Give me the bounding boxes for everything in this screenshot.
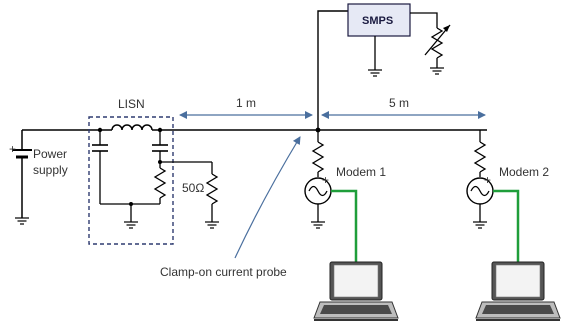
modem2-label: Modem 2: [499, 165, 549, 179]
smps-ground-icon: [367, 69, 383, 77]
power-supply-label-line1: Power: [33, 147, 67, 161]
clamp-probe-label: Clamp-on current probe: [160, 265, 287, 279]
resistor-50-ohm-label: 50Ω: [182, 181, 204, 195]
battery-plus-sign: +: [9, 142, 16, 156]
dimension-5m-label: 5 m: [389, 96, 409, 110]
modem1-label: Modem 1: [336, 165, 386, 179]
smps-feed-wire: [317, 10, 348, 130]
lisn-internal-resistor: [153, 162, 167, 204]
lisn-capacitor-right: [152, 130, 168, 162]
modem2-circuit: [466, 130, 494, 229]
power-supply-battery: [12, 130, 32, 225]
smps-label: SMPS: [362, 15, 393, 27]
dimension-1m-label: 1 m: [236, 96, 256, 110]
variable-resistor-load: [410, 12, 451, 75]
smps-box: [347, 3, 411, 37]
power-supply-label-line2: supply: [33, 163, 68, 177]
modem2-data-link: [493, 189, 520, 262]
modem1-circuit: [304, 130, 332, 229]
modem1-data-link: [331, 189, 358, 262]
lisn-box: [88, 116, 174, 245]
lisn-ground-icon: [123, 221, 139, 229]
lisn-inductor: [111, 124, 153, 132]
resistor-50-ohm: [160, 161, 220, 229]
laptop2-icon: [475, 261, 561, 321]
lisn-label: LISN: [118, 97, 145, 111]
modem1-plus-sign: +: [322, 173, 329, 187]
laptop1-icon: [313, 261, 399, 321]
modem2-plus-sign: +: [484, 173, 491, 187]
lisn-capacitor-left: [92, 130, 108, 204]
clamp-probe-arrow: [234, 136, 301, 259]
